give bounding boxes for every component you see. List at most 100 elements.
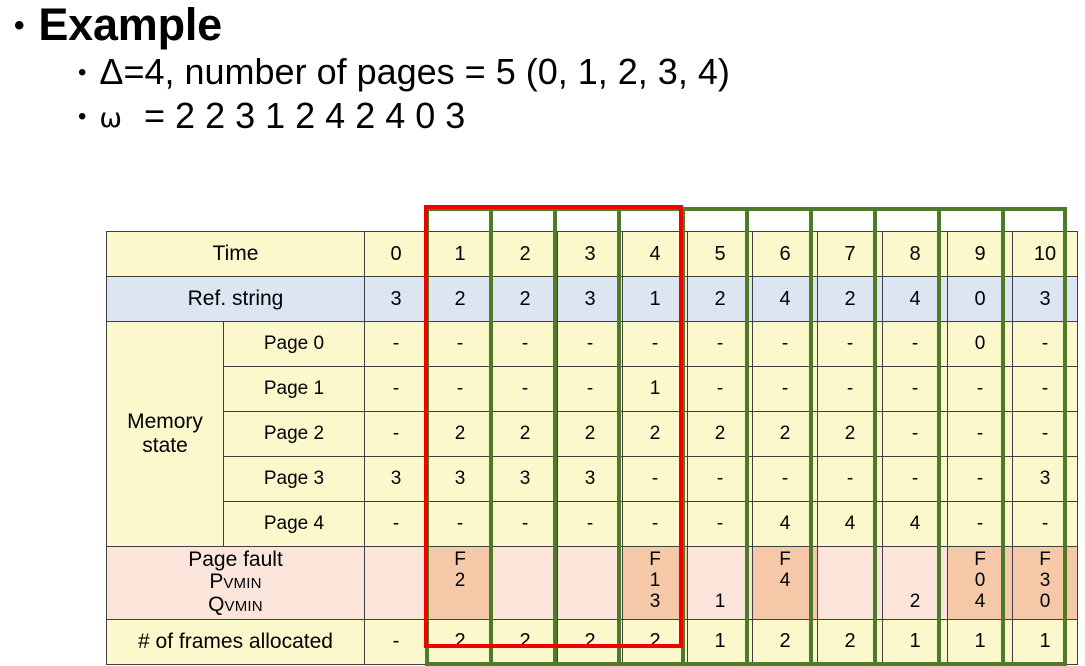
row-label-memory-state: Memory state [106, 321, 224, 547]
row-label-page-4: Page 4 [223, 501, 365, 547]
memory-cell-page2-t8: - [882, 411, 948, 457]
row-label-page-fault: Page fault PVMIN QVMIN [106, 546, 365, 620]
time-cell-0: 0 [364, 231, 428, 277]
memory-cell-page0-t4: - [622, 321, 688, 367]
memory-cell-page4-t4: - [622, 501, 688, 547]
ref-string-cell-2: 2 [492, 276, 558, 322]
memory-cell-page0-t8: - [882, 321, 948, 367]
memory-cell-page0-t1: - [427, 321, 493, 367]
memory-cell-page3-t7: - [817, 456, 883, 502]
time-cell-1: 1 [427, 231, 493, 277]
ref-string-cell-8: 4 [882, 276, 948, 322]
page-fault-p-9: 0 [974, 570, 986, 591]
time-cell-10: 10 [1012, 231, 1078, 277]
page-fault-title: Page fault [188, 548, 283, 571]
frames-allocated-cell-10: 1 [1012, 618, 1078, 665]
memory-cell-page3-t0: 3 [364, 456, 428, 502]
time-cell-6: 6 [752, 231, 818, 277]
row-label-page-3: Page 3 [223, 456, 365, 502]
memory-cell-page3-t3: 3 [557, 456, 623, 502]
page-fault-f-6: F [779, 549, 791, 570]
memory-cell-page1-t8: - [882, 366, 948, 412]
memory-cell-page2-t9: - [947, 411, 1013, 457]
frames-allocated-cell-6: 2 [752, 618, 818, 665]
bullet-dot-icon: • [78, 59, 87, 87]
page-fault-f-9: F [974, 549, 986, 570]
time-cell-2: 2 [492, 231, 558, 277]
memory-cell-page1-t6: - [752, 366, 818, 412]
memory-cell-page0-t5: - [687, 321, 753, 367]
memory-cell-page1-t5: - [687, 366, 753, 412]
frames-allocated-cell-8: 1 [882, 618, 948, 665]
memory-cell-page4-t10: - [1012, 501, 1078, 547]
bullet-parameters-text: Δ=4, number of pages = 5 (0, 1, 2, 3, 4) [99, 51, 730, 93]
memory-cell-page2-t6: 2 [752, 411, 818, 457]
memory-cell-page4-t9: - [947, 501, 1013, 547]
page-fault-p-10: 3 [1039, 570, 1051, 591]
memory-cell-page0-t10: - [1012, 321, 1078, 367]
memory-cell-page2-t4: 2 [622, 411, 688, 457]
memory-cell-page2-t2: 2 [492, 411, 558, 457]
page-fault-cell-8: 2 [882, 546, 948, 620]
row-label-time: Time [106, 231, 365, 277]
memory-cell-page3-t6: - [752, 456, 818, 502]
memory-cell-page1-t4: 1 [622, 366, 688, 412]
frames-allocated-cell-4: 2 [622, 618, 688, 665]
memory-cell-page0-t2: - [492, 321, 558, 367]
memory-cell-page4-t5: - [687, 501, 753, 547]
ref-string-cell-7: 2 [817, 276, 883, 322]
ref-string-cell-3: 3 [557, 276, 623, 322]
memory-cell-page4-t3: - [557, 501, 623, 547]
page-fault-cell-0 [364, 546, 428, 620]
memory-cell-page1-t10: - [1012, 366, 1078, 412]
memory-cell-page2-t0: - [364, 411, 428, 457]
row-label-page-1: Page 1 [223, 366, 365, 412]
memory-cell-page3-t2: 3 [492, 456, 558, 502]
frames-allocated-cell-2: 2 [492, 618, 558, 665]
memory-cell-page2-t10: - [1012, 411, 1078, 457]
memory-cell-page1-t2: - [492, 366, 558, 412]
ref-string-cell-9: 0 [947, 276, 1013, 322]
memory-cell-page1-t3: - [557, 366, 623, 412]
omega-reference-string: = 2 2 3 1 2 4 2 4 0 3 [144, 95, 466, 137]
table-row-page-0: Memory state Page 0 ---------0- [106, 321, 1078, 547]
page-fault-cell-3 [557, 546, 623, 620]
row-label-frames-allocated: # of frames allocated [106, 618, 365, 665]
time-cell-5: 5 [687, 231, 753, 277]
q-vmin-label: QVMIN [208, 592, 263, 616]
time-cell-4: 4 [622, 231, 688, 277]
page-fault-q-4: 3 [649, 591, 661, 612]
memory-cell-page3-t9: - [947, 456, 1013, 502]
table-row-page-1: Page 1 ----1------ [107, 366, 1078, 412]
bullet-parameters: • Δ=4, number of pages = 5 (0, 1, 2, 3, … [0, 50, 1085, 94]
memory-cell-page3-t5: - [687, 456, 753, 502]
memory-cell-page2-t1: 2 [427, 411, 493, 457]
memory-state-label: Memory state [127, 410, 203, 457]
memory-cell-page4-t6: 4 [752, 501, 818, 547]
page-fault-q-9: 4 [974, 591, 986, 612]
page-fault-cell-2 [492, 546, 558, 620]
p-vmin-label: PVMIN [209, 570, 262, 594]
bullet-dot-icon: • [78, 103, 87, 131]
memory-cell-page1-t7: - [817, 366, 883, 412]
page-fault-cell-7 [817, 546, 883, 620]
memory-cell-page0-t3: - [557, 321, 623, 367]
page-fault-f-4: F [649, 549, 661, 570]
ref-string-cell-5: 2 [687, 276, 753, 322]
memory-cell-page0-t6: - [752, 321, 818, 367]
row-label-ref-string: Ref. string [106, 276, 365, 322]
page-fault-f-10: F [1039, 549, 1051, 570]
memory-cell-page4-t0: - [364, 501, 428, 547]
memory-cell-page0-t7: - [817, 321, 883, 367]
memory-cell-page1-t0: - [364, 366, 428, 412]
page-fault-f-1: F [454, 549, 466, 570]
omega-symbol: ω [99, 103, 123, 135]
